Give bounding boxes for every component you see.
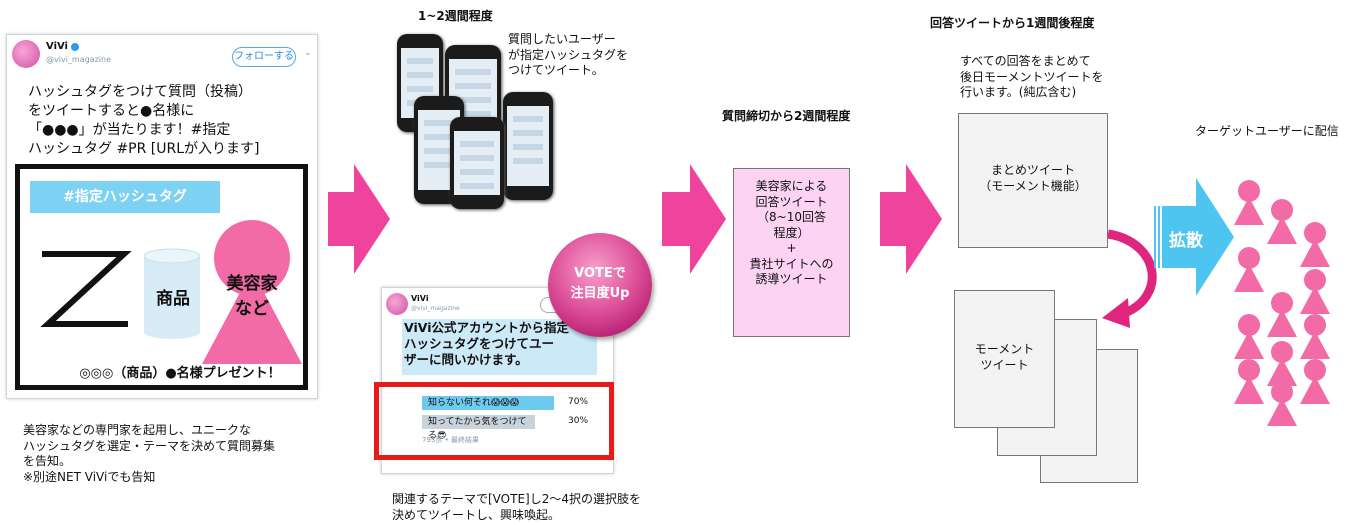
headline-line: ハッシュタグをつけてユー bbox=[404, 336, 555, 351]
answer-line: + bbox=[786, 241, 797, 255]
expert-label-line: など bbox=[235, 299, 269, 319]
stage2-header: 1~2週間程度 bbox=[418, 9, 493, 23]
curved-arrow-icon bbox=[1102, 229, 1157, 328]
account-name[interactable]: ViVi bbox=[46, 41, 68, 52]
doc-line: （モーメント機能） bbox=[979, 179, 1087, 193]
answer-line: （8~10回答 bbox=[757, 210, 826, 224]
vivi-avatar[interactable] bbox=[386, 293, 408, 315]
answer-line: 程度） bbox=[773, 225, 810, 240]
present-caption: ◎◎◎（商品）●名様プレゼント！ bbox=[79, 366, 281, 381]
description-line: ハッシュタグを選定・テーマを決めて質問募集 bbox=[23, 438, 276, 453]
tweet-body-line: ハッシュタグをつけて質問（投稿） bbox=[28, 84, 252, 100]
answer-line: 回答ツイート bbox=[755, 194, 828, 209]
verified-badge-icon bbox=[71, 43, 79, 51]
answer-line: 貴社サイトへの bbox=[749, 256, 834, 271]
caption-line: 後日モーメントツイートを bbox=[960, 69, 1104, 84]
flow-arrow bbox=[880, 164, 942, 274]
vote-badge: VOTEで 注目度Up bbox=[548, 233, 652, 337]
expert-label: 美容家 など bbox=[210, 272, 294, 322]
target-users-icon bbox=[1234, 180, 1330, 426]
product-cylinder-icon bbox=[143, 248, 201, 339]
account-name[interactable]: ViVi bbox=[411, 294, 429, 303]
answer-tweet-box: 美容家による 回答ツイート （8~10回答 程度） + 貴社サイトへの 誘導ツイ… bbox=[733, 168, 850, 337]
description-line: ※別途NET ViViでも告知 bbox=[23, 469, 156, 484]
caption-line: つけてツイート。 bbox=[508, 63, 604, 77]
phones-caption: 質問したいユーザー が指定ハッシュタグを つけてツイート。 bbox=[508, 32, 628, 79]
tweet-body-line: ハッシュタグ #PR [URLが入ります] bbox=[28, 141, 260, 157]
answer-line: 誘導ツイート bbox=[755, 272, 828, 286]
poll-option-label: 知らない何それ😱😱😱 bbox=[428, 398, 520, 408]
caption-line: 行います。(純広含む) bbox=[960, 85, 1077, 99]
poll-footer: 793票 • 最終結果 bbox=[422, 436, 479, 444]
hashtag-banner: #指定ハッシュタグ bbox=[30, 181, 220, 213]
caption-line: が指定ハッシュタグを bbox=[508, 47, 629, 62]
flow-arrow bbox=[328, 164, 390, 274]
stage3-header: 質問締切から2週間程度 bbox=[722, 109, 851, 123]
description-line: 関連するテーマで[VOTE]し2〜4択の選択肢を bbox=[392, 492, 641, 506]
smartphone-icon bbox=[450, 117, 504, 209]
poll-option-percent: 70% bbox=[568, 397, 589, 407]
doc-line: ツイート bbox=[980, 358, 1029, 372]
beauty-expert-person-icon bbox=[202, 220, 302, 364]
poll-headline-box bbox=[402, 319, 597, 375]
product-label: 商品 bbox=[156, 289, 190, 309]
stage1-description: 美容家などの専門家を起用し、ユニークな ハッシュタグを選定・テーマを決めて質問募… bbox=[23, 423, 323, 485]
spread-label: 拡散 bbox=[1169, 231, 1203, 251]
headline-line: ザーに問いかけます。 bbox=[404, 352, 528, 367]
expert-label-line: 美容家 bbox=[226, 274, 278, 294]
poll-highlight-frame bbox=[374, 382, 614, 460]
poll-option-bar[interactable]: 知ってたから気をつけてる😎 bbox=[422, 415, 535, 441]
caption-line: すべての回答をまとめて bbox=[960, 54, 1091, 68]
stage4-caption: すべての回答をまとめて 後日モーメントツイートを 行います。(純広含む) bbox=[960, 54, 1104, 101]
vivi-avatar[interactable] bbox=[12, 40, 40, 68]
moment-tweet-doc: モーメント ツイート bbox=[954, 290, 1055, 428]
follow-button[interactable]: フォローする bbox=[232, 47, 296, 67]
tweet-body: ハッシュタグをつけて質問（投稿） をツイートすると●名様に 「●●●」が当たりま… bbox=[28, 83, 310, 159]
description-line: 美容家などの専門家を起用し、ユニークな bbox=[23, 423, 252, 437]
vote-badge-line: 注目度Up bbox=[570, 286, 630, 301]
account-handle: @vivi_magazine bbox=[46, 55, 112, 64]
description-line: を告知。 bbox=[23, 454, 72, 468]
stage4-header: 回答ツイートから1週間後程度 bbox=[930, 16, 1095, 30]
poll-option-percent: 30% bbox=[568, 416, 589, 426]
doc-line: モーメント bbox=[974, 342, 1035, 356]
smartphone-icon bbox=[503, 92, 553, 200]
z-logo-icon bbox=[40, 251, 132, 327]
poll-option-bar[interactable]: 知らない何それ😱😱😱 bbox=[422, 396, 554, 410]
answer-line: 美容家による bbox=[755, 179, 828, 193]
stage5-caption: ターゲットユーザーに配信 bbox=[1195, 124, 1339, 138]
tweet-body-line: をツイートすると●名様に bbox=[28, 103, 195, 119]
summary-tweet-doc: まとめツイート （モーメント機能） bbox=[958, 113, 1108, 248]
poll-headline: ViVi公式アカウントから指定 ハッシュタグをつけてユー ザーに問いかけます。 bbox=[404, 320, 604, 368]
spread-arrow-icon bbox=[1154, 178, 1234, 296]
tweet-body-line: 「●●●」が当たります！#指定 bbox=[28, 122, 231, 138]
vote-badge-line: VOTEで bbox=[574, 266, 626, 281]
poll-option-label: 知ってたから気をつけてる😎 bbox=[428, 417, 527, 441]
doc-line: まとめツイート bbox=[990, 163, 1075, 177]
description-line: 決めてツイートし、興味喚起。 bbox=[392, 507, 561, 522]
headline-line: ViVi公式アカウントから指定 bbox=[404, 320, 569, 335]
caption-line: 質問したいユーザー bbox=[508, 32, 616, 46]
account-handle: @vivi_magazine bbox=[411, 305, 460, 312]
chevron-down-icon[interactable]: ⌄ bbox=[304, 48, 312, 58]
flow-arrow bbox=[662, 164, 726, 274]
stage2-description: 関連するテーマで[VOTE]し2〜4択の選択肢を 決めてツイートし、興味喚起。 bbox=[392, 492, 712, 523]
